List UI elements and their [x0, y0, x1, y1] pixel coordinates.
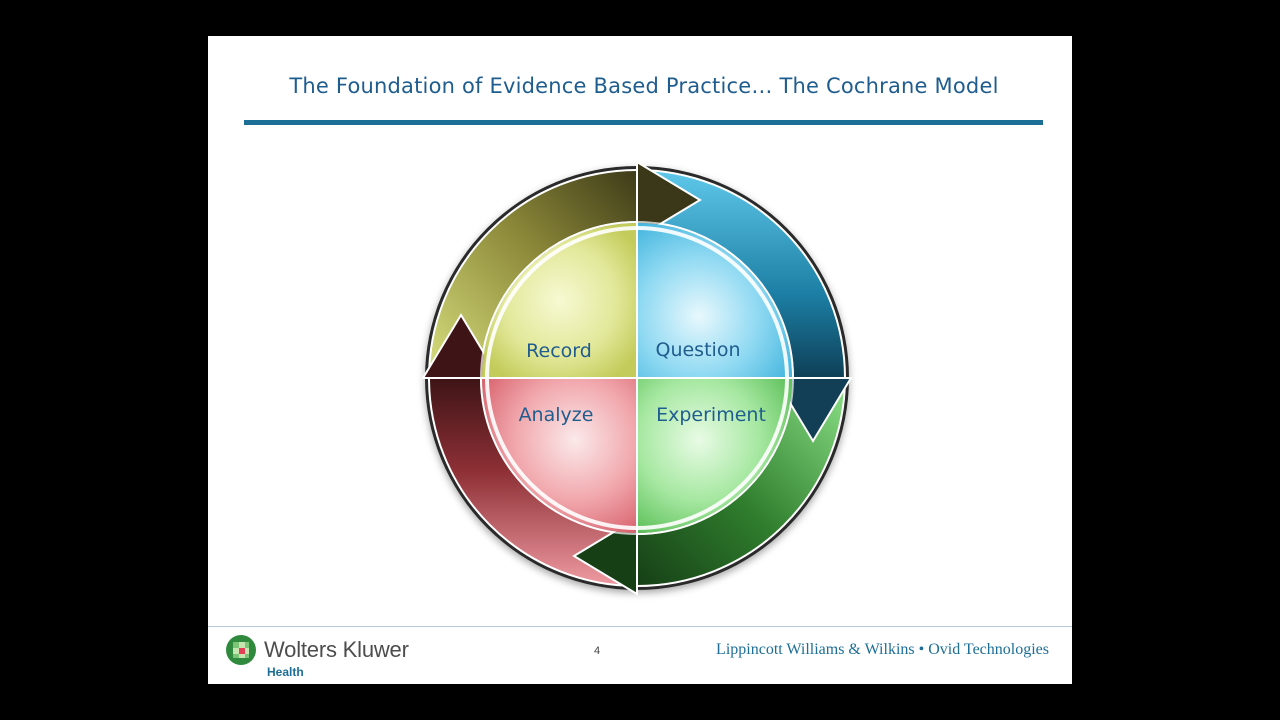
quadrant-analyze	[482, 378, 637, 533]
cochrane-cycle-diagram: Record Question Experiment Analyze	[421, 160, 853, 596]
slide: The Foundation of Evidence Based Practic…	[208, 36, 1072, 684]
title-underline	[244, 120, 1043, 125]
label-analyze: Analyze	[519, 404, 594, 426]
quadrant-experiment	[637, 378, 792, 533]
outer-rim	[480, 221, 794, 535]
slide-title: The Foundation of Evidence Based Practic…	[289, 74, 999, 98]
brand-subtitle: Health	[267, 665, 304, 679]
arrowhead-right	[773, 377, 853, 443]
brand-name: Wolters Kluwer	[264, 637, 409, 662]
arrowhead-bottom	[572, 516, 638, 596]
wolters-kluwer-logo-icon	[226, 635, 256, 665]
label-experiment: Experiment	[656, 404, 766, 426]
label-question: Question	[656, 339, 741, 361]
label-record: Record	[526, 340, 592, 362]
arrowhead-left	[421, 313, 501, 379]
quadrant-question	[637, 223, 792, 378]
publisher-line: Lippincott Williams & Wilkins • Ovid Tec…	[716, 641, 1049, 658]
arrowhead-top	[636, 160, 702, 240]
page-number: 4	[594, 645, 601, 657]
quadrant-record	[482, 223, 637, 378]
footer-divider	[208, 626, 1072, 627]
